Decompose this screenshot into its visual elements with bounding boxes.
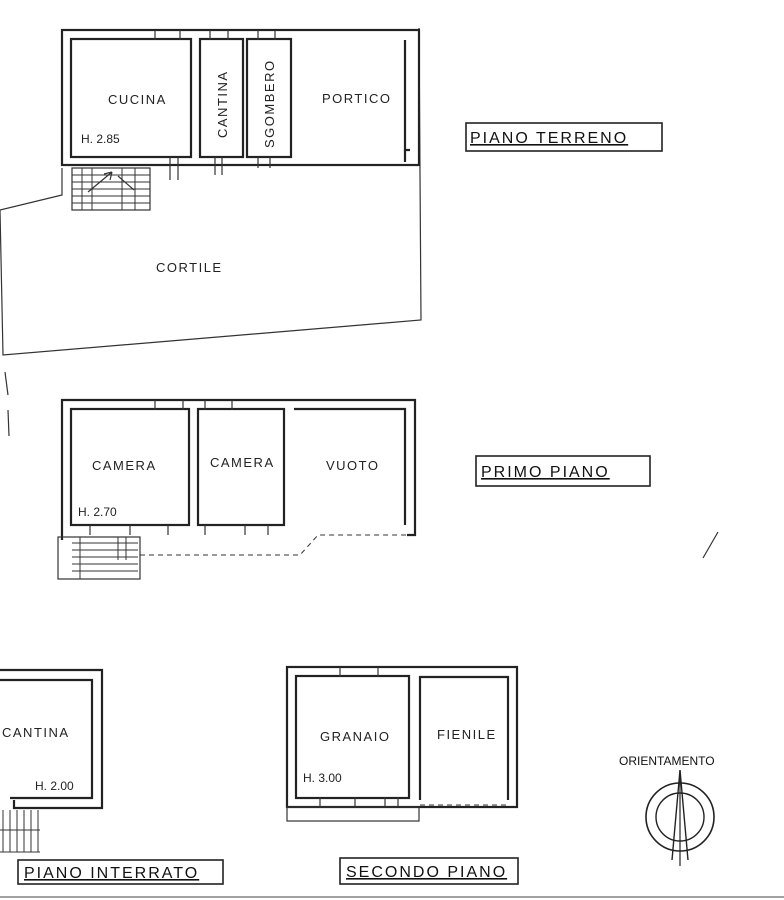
- floor-title-box-second: [339, 857, 519, 885]
- room-label-cantina: CANTINA: [215, 70, 230, 138]
- height-label-first: H. 2.70: [78, 505, 117, 519]
- height-label-basement: H. 2.00: [35, 779, 74, 793]
- granaio-room: [294, 674, 411, 800]
- room-label-fienile: FIENILE: [437, 727, 497, 742]
- room-label-cantina-basement: CANTINA: [2, 725, 70, 740]
- first-floor-plan: CAMERA CAMERA VUOTO H. 2.70 PRIMO PIANO: [57, 398, 651, 580]
- cortile-boundary: [0, 27, 422, 356]
- room-label-granaio: GRANAIO: [320, 729, 390, 744]
- orientation-compass: ORIENTAMENTO: [619, 754, 715, 866]
- basement-staircase: [0, 810, 40, 853]
- room-label-camera-1: CAMERA: [92, 458, 157, 473]
- sgombero-room: [245, 37, 293, 159]
- basement-outer-wall: [0, 668, 104, 810]
- floor-title-box-basement: [17, 859, 224, 885]
- first-floor-outer-wall: [60, 398, 417, 540]
- fienile-room: [418, 675, 510, 800]
- room-label-vuoto: VUOTO: [326, 458, 380, 473]
- ground-floor-plan: CUCINA CANTINA SGOMBERO PORTICO CORTILE …: [0, 27, 663, 356]
- first-floor-staircase: [57, 536, 141, 580]
- room-label-sgombero: SGOMBERO: [262, 59, 277, 148]
- ground-floor-outer-wall: [60, 28, 421, 167]
- camera2-room: [196, 407, 286, 527]
- window-marks-second: [319, 667, 399, 807]
- floor-title-second: SECONDO PIANO: [346, 864, 507, 881]
- floor-title-box-first: [475, 455, 651, 487]
- second-floor-landing: [286, 806, 420, 822]
- room-label-camera-2: CAMERA: [210, 455, 275, 470]
- second-floor-plan: GRANAIO FIENILE H. 3.00 SECONDO PIANO: [285, 665, 519, 885]
- edge-mark: [7, 409, 10, 437]
- window-marks-first: [89, 400, 269, 535]
- basement-inner-wall: [0, 678, 94, 800]
- room-label-cucina: CUCINA: [108, 92, 167, 107]
- cucina-room: [69, 37, 193, 159]
- floor-title-ground: PIANO TERRENO: [470, 130, 628, 147]
- floor-title-basement: PIANO INTERRATO: [24, 865, 199, 882]
- basement-plan: CANTINA H. 2.00 PIANO INTERRATO: [0, 668, 224, 885]
- vuoto-wall: [294, 407, 407, 525]
- height-label-ground: H. 2.85: [81, 132, 120, 146]
- floor-title-box-ground: [465, 122, 663, 152]
- height-label-second: H. 3.00: [303, 771, 342, 785]
- ground-floor-staircase: [71, 167, 151, 211]
- orientation-label: ORIENTAMENTO: [619, 754, 715, 768]
- room-label-portico: PORTICO: [322, 91, 392, 106]
- edge-mark: [4, 371, 9, 396]
- portico-wall: [403, 40, 410, 152]
- edge-mark: [702, 531, 719, 559]
- floor-title-first: PRIMO PIANO: [481, 464, 610, 481]
- vuoto-dashed-edge: [140, 534, 407, 556]
- window-marks-ground: [154, 30, 276, 180]
- room-label-cortile: CORTILE: [156, 260, 223, 275]
